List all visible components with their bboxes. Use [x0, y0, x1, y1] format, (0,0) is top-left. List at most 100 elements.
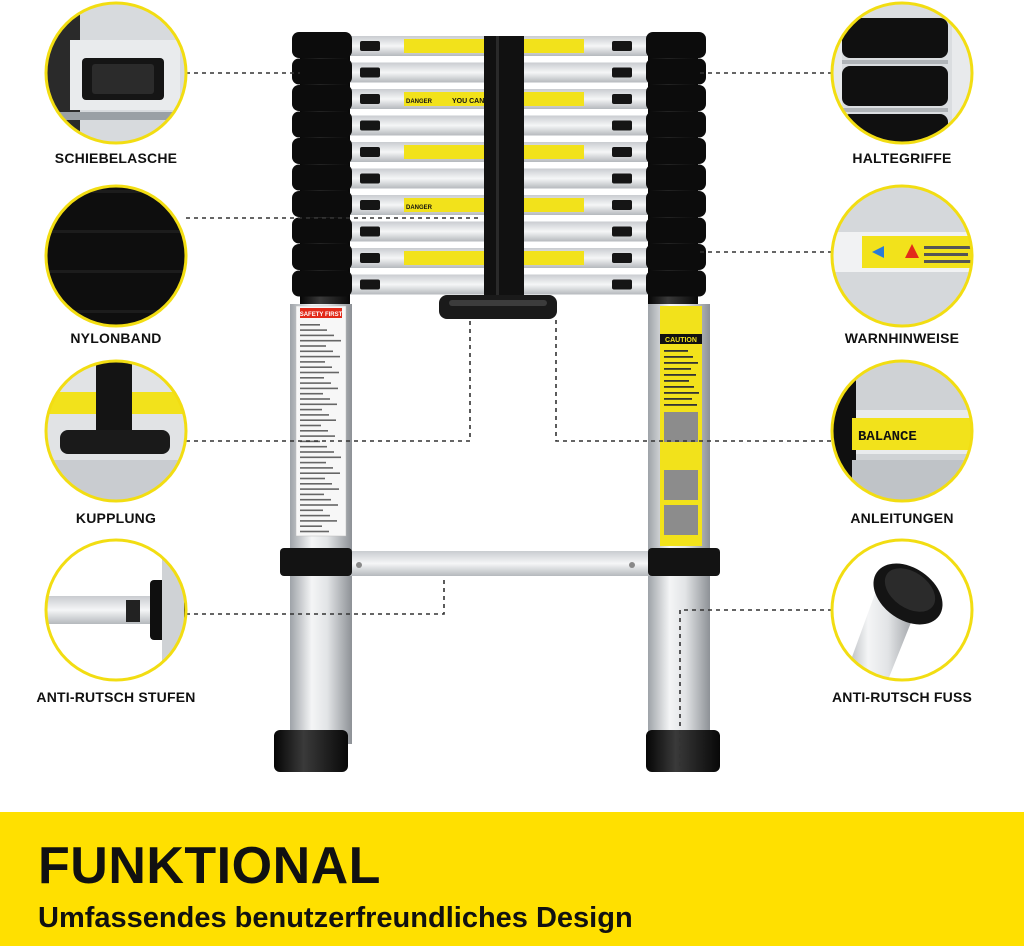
coupling-handle	[439, 295, 557, 319]
banner-subtitle: Umfassendes benutzerfreundliches Design	[38, 902, 633, 934]
rung-clamp	[646, 85, 706, 111]
detail-circle-anleitungen: BALANCE	[830, 359, 974, 503]
rung-clamp	[292, 58, 352, 85]
callout-warnhinweise: WARNHINWEISE	[844, 330, 960, 346]
sticker-text-line	[664, 392, 699, 394]
rung-slot	[612, 253, 632, 263]
sticker-text-line	[664, 374, 696, 376]
callout-schiebelasche: SCHIEBELASCHE	[54, 150, 178, 166]
detail-circle-kupplung	[44, 359, 188, 503]
rung-slot	[612, 147, 632, 157]
sticker-text-line	[300, 509, 323, 512]
sticker-text-line	[300, 504, 338, 506]
sticker-text-line	[300, 488, 339, 490]
rung-clamp	[646, 58, 706, 85]
detail-circle-warnhinweise	[830, 184, 974, 328]
rung-slot	[612, 120, 632, 131]
sticker-text-line	[300, 403, 337, 406]
detail-circle-schiebelasche	[44, 1, 188, 145]
rung-slot	[360, 67, 380, 78]
detail-circle-anti-rutsch-fuss	[830, 538, 974, 682]
sticker-text-line	[300, 377, 324, 379]
danger-label: DANGER	[406, 205, 433, 211]
rung-slot	[360, 41, 380, 51]
callout-kupplung: KUPPLUNG	[75, 510, 157, 526]
sticker-text-line	[300, 371, 339, 374]
banner-title: FUNKTIONAL	[38, 837, 381, 895]
safety-text-lines	[300, 324, 341, 533]
sticker-text-line	[300, 461, 326, 464]
rung-clamp	[292, 164, 352, 191]
rung-slot	[360, 253, 380, 263]
sticker-text-line	[300, 467, 333, 469]
rung-slot	[612, 279, 632, 290]
sticker-text-line	[664, 362, 698, 364]
caution-label: CAUTION	[665, 337, 697, 344]
rung-slot	[360, 147, 380, 157]
rung-clamp	[646, 138, 706, 164]
sticker-text-line	[300, 355, 340, 358]
danger-label: DANGER	[406, 99, 433, 105]
rung-clamp	[646, 164, 706, 191]
rung-slot	[360, 279, 380, 290]
rung-clamp	[646, 270, 706, 297]
sticker-text-line	[300, 456, 341, 459]
sticker-text-line	[664, 404, 697, 406]
sticker-text-line	[300, 350, 333, 353]
rung-clamp	[292, 217, 352, 244]
rung-clamp	[292, 191, 352, 217]
sticker-text-line	[300, 398, 330, 400]
sticker-text-line	[300, 435, 335, 437]
sticker-text-line	[300, 339, 341, 342]
rung-slot	[360, 226, 380, 237]
sticker-text-line	[300, 387, 338, 390]
sticker-text-line	[664, 356, 693, 358]
rung-slot	[360, 200, 380, 210]
sticker-text-line	[664, 380, 689, 382]
balance-label: BALANCE	[858, 429, 917, 445]
leader-lines	[186, 72, 832, 766]
rung-clamp	[292, 270, 352, 297]
sticker-text-line	[300, 445, 327, 448]
rung-clamps	[292, 32, 706, 297]
sticker-text-line	[300, 483, 332, 485]
rung-slot	[612, 226, 632, 237]
callout-nylonband: NYLONBAND	[70, 330, 162, 346]
sticker-text-line	[300, 414, 329, 416]
callout-haltegriffe: HALTEGRIFFE	[852, 150, 952, 166]
sticker-text-line	[300, 493, 324, 496]
safety-label: SAFETY FIRST	[300, 312, 343, 318]
right-foot	[646, 730, 720, 772]
sticker-text-line	[300, 419, 336, 421]
rung-slot	[612, 94, 632, 104]
callout-anti-rutsch-stufen: ANTI-RUTSCH STUFEN	[36, 689, 196, 705]
rung-clamp	[646, 191, 706, 217]
left-foot	[274, 730, 348, 772]
sticker-text-line	[300, 329, 327, 331]
sticker-text-line	[300, 324, 320, 326]
sticker-text-line	[300, 345, 326, 347]
rung-slot	[612, 200, 632, 210]
callout-anleitungen: ANLEITUNGEN	[850, 510, 954, 526]
sticker-text-line	[300, 451, 334, 453]
rung-clamp	[292, 32, 352, 58]
sticker-text-line	[664, 368, 691, 370]
rung-clamp	[292, 138, 352, 164]
rung-slot	[360, 120, 380, 131]
rung-clamp	[292, 244, 352, 270]
sticker-text-line	[300, 361, 325, 363]
rung-slot	[360, 173, 380, 184]
rung-clamp	[646, 32, 706, 58]
sticker-text-line	[300, 366, 332, 368]
rung-clamp	[646, 217, 706, 244]
rung-clamp	[646, 111, 706, 138]
detail-circle-anti-rutsch-stufen	[44, 538, 188, 682]
sticker-text-line	[300, 392, 323, 395]
sticker-text-line	[300, 520, 337, 522]
detail-circle-nylonband	[44, 184, 188, 328]
sticker-text-line	[300, 424, 321, 427]
sticker-text-line	[300, 514, 330, 517]
sticker-text-line	[300, 530, 329, 533]
rung-clamp	[292, 85, 352, 111]
